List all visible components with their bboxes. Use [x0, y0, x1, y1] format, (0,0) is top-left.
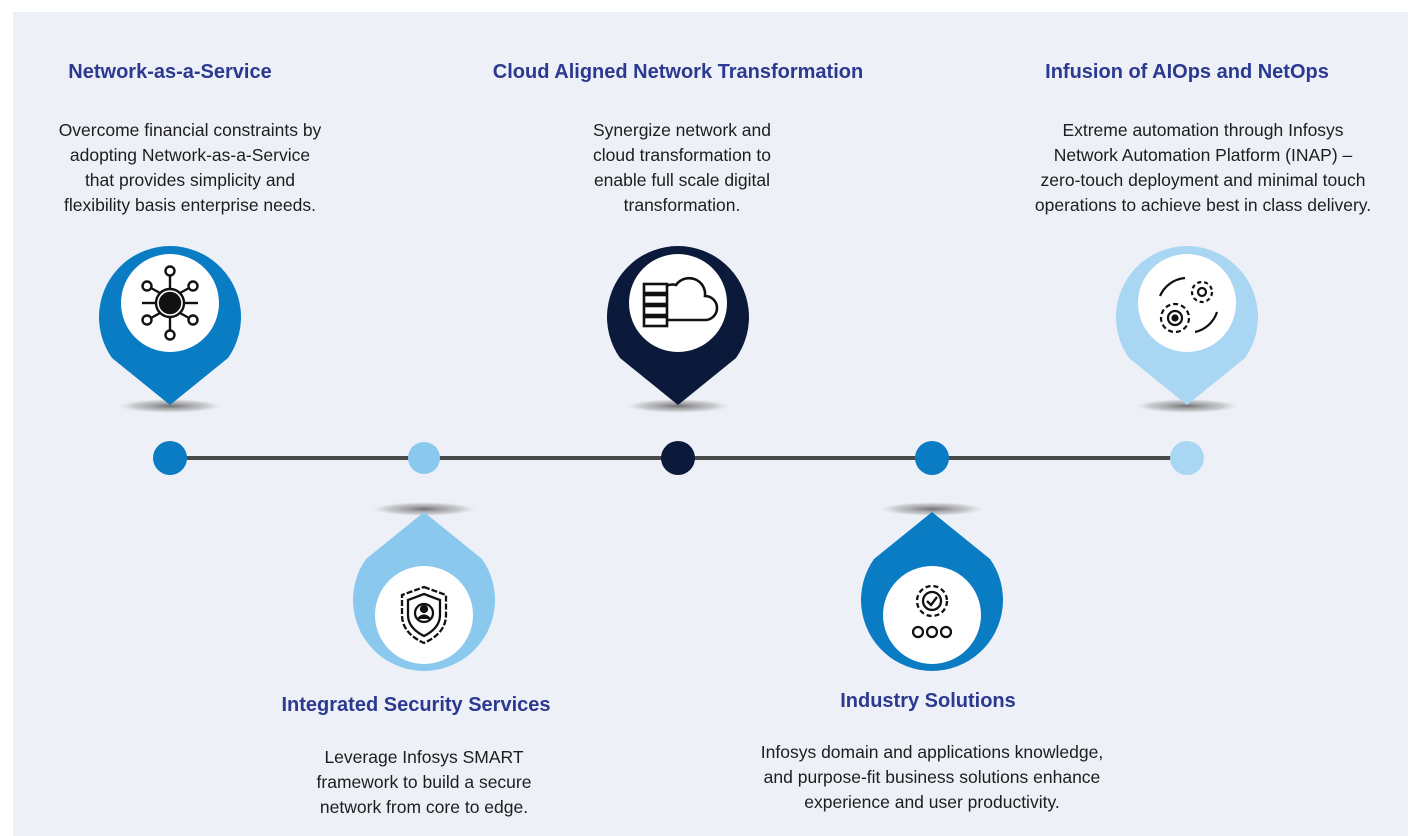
timeline-dot-4 [915, 441, 949, 475]
item-title-integrated-security-services: Integrated Security Services [281, 694, 551, 716]
desc-line: Synergize network and [592, 120, 772, 140]
desc-line: Network Automation Platform (INAP) – [1053, 145, 1353, 165]
desc-line: flexibility basis enterprise needs. [64, 195, 316, 215]
pin-aiops-netops [1116, 246, 1258, 405]
gear-check-people-icon [911, 584, 953, 639]
item-desc-aiops-netops: Extreme automation through Infosys Netwo… [1035, 118, 1371, 218]
item-desc-network-as-a-service: Overcome financial constraints by adopti… [59, 118, 322, 218]
background-panel [13, 12, 1408, 836]
timeline-dot-3 [661, 441, 695, 475]
item-title-industry-solutions: Industry Solutions [840, 690, 1016, 712]
item-title-cloud-aligned-network-transformation: Cloud Aligned Network Transformation [492, 61, 864, 83]
item-title-aiops-netops: Infusion of AIOps and NetOps [1045, 61, 1329, 83]
desc-line: enable full scale digital [593, 170, 771, 190]
timeline-dot-2 [408, 442, 440, 474]
timeline-dot-1 [153, 441, 187, 475]
server-cloud-icon [642, 276, 719, 328]
desc-line: Overcome financial constraints by [58, 120, 322, 140]
item-title-network-as-a-service: Network-as-a-Service [68, 61, 272, 83]
drop-shadow-4 [880, 502, 984, 516]
desc-line: adopting Network-as-a-Service [69, 145, 311, 165]
pin-shadow-3 [626, 399, 730, 413]
pin-cloud-network-transformation [607, 246, 749, 405]
gears-automation-icon [1158, 276, 1219, 334]
desc-line: cloud transformation to [592, 145, 771, 165]
item-desc-industry-solutions: Infosys domain and applications knowledg… [761, 740, 1103, 815]
item-desc-cloud-aligned-network-transformation: Synergize network and cloud transformati… [593, 118, 771, 218]
desc-line: Leverage Infosys SMART [324, 747, 524, 767]
timeline-dot-5 [1170, 441, 1204, 475]
desc-line: transformation. [623, 195, 741, 215]
desc-line: Extreme automation through Infosys [1062, 120, 1344, 140]
network-hub-icon [141, 265, 199, 341]
desc-line: framework to build a secure [316, 772, 532, 792]
pin-shadow-5 [1135, 399, 1239, 413]
desc-line: zero-touch deployment and minimal touch [1040, 170, 1366, 190]
drop-integrated-security [353, 512, 495, 671]
desc-line: operations to achieve best in class deli… [1034, 195, 1372, 215]
pin-shadow-1 [118, 399, 222, 413]
item-desc-integrated-security-services: Leverage Infosys SMART framework to buil… [317, 745, 532, 820]
drop-industry-solutions [861, 512, 1003, 671]
desc-line: experience and user productivity. [804, 792, 1060, 812]
drop-shadow-2 [372, 502, 476, 516]
desc-line: that provides simplicity and [84, 170, 296, 190]
desc-line: and purpose-fit business solutions enhan… [763, 767, 1101, 787]
desc-line: network from core to edge. [319, 797, 529, 817]
desc-line: Infosys domain and applications knowledg… [760, 742, 1104, 762]
shield-gear-user-icon [400, 585, 448, 645]
pin-network-as-a-service [99, 246, 241, 405]
